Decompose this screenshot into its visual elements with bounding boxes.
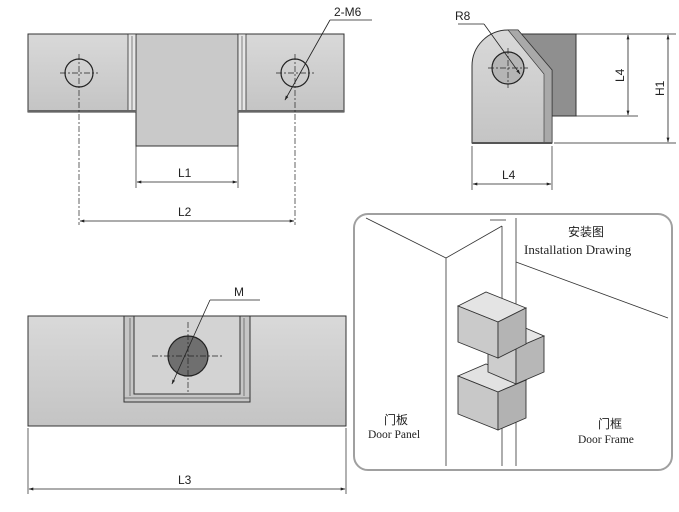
door-frame-label-en: Door Frame: [578, 434, 634, 446]
label-l1: L1: [178, 166, 192, 180]
side-view: R8 L4 H1 L4: [455, 9, 676, 190]
label-l2: L2: [178, 205, 192, 219]
label-m: M: [234, 285, 244, 299]
label-l3: L3: [178, 473, 192, 487]
front-view: M L3: [27, 285, 347, 494]
installation-title-cn: 安装图: [568, 224, 604, 239]
installation-drawing-panel: 安装图 Installation Drawing 门板 Door Panel 门…: [353, 213, 673, 471]
door-panel-label-cn: 门板: [384, 412, 408, 427]
installation-title-en: Installation Drawing: [524, 242, 632, 257]
label-h1: H1: [653, 80, 667, 96]
label-r8: R8: [455, 9, 471, 23]
top-view-knuckle: [135, 33, 239, 147]
door-panel-label-en: Door Panel: [368, 429, 420, 441]
top-view: 2-M6 L1 L2: [27, 5, 372, 225]
installation-hinge: [456, 291, 546, 431]
label-2-m6: 2-M6: [334, 5, 362, 19]
label-l4-side: L4: [613, 68, 627, 82]
door-frame-label-cn: 门框: [598, 416, 622, 431]
label-l4-bottom: L4: [502, 168, 516, 182]
